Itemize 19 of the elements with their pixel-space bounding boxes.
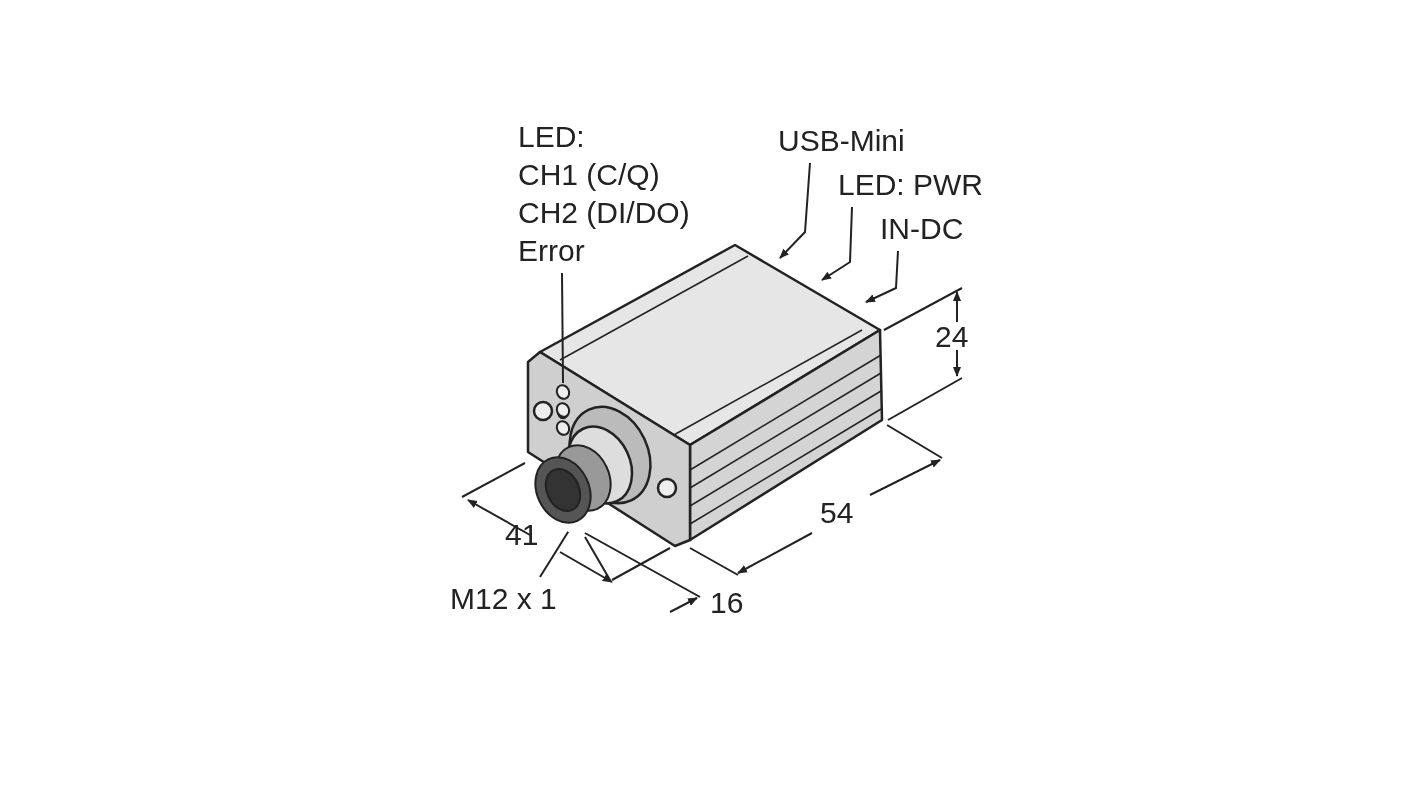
dimension-value: 41 (505, 517, 539, 553)
leader-line (539, 530, 570, 578)
callout-label: IN-DC (880, 210, 964, 248)
dimension-value: 16 (710, 585, 744, 621)
callout-label: CH2 (DI/DO) (518, 195, 690, 231)
arrow (865, 250, 899, 303)
arrow (779, 162, 811, 259)
callout-label: LED: (518, 119, 586, 155)
dimension-value: 54 (820, 495, 854, 531)
callout-label: LED: PWR (838, 166, 984, 204)
leader-line (561, 272, 564, 385)
m12-connector-drawing (534, 444, 612, 524)
callout-label: CH1 (C/Q) (518, 157, 661, 193)
callout-label: M12 x 1 (450, 580, 557, 618)
dimension-value: 24 (935, 319, 969, 355)
led-indicators-drawing (555, 384, 571, 436)
callout-label: Error (518, 233, 586, 269)
arrow (821, 206, 853, 281)
callout-label: USB-Mini (778, 122, 905, 160)
